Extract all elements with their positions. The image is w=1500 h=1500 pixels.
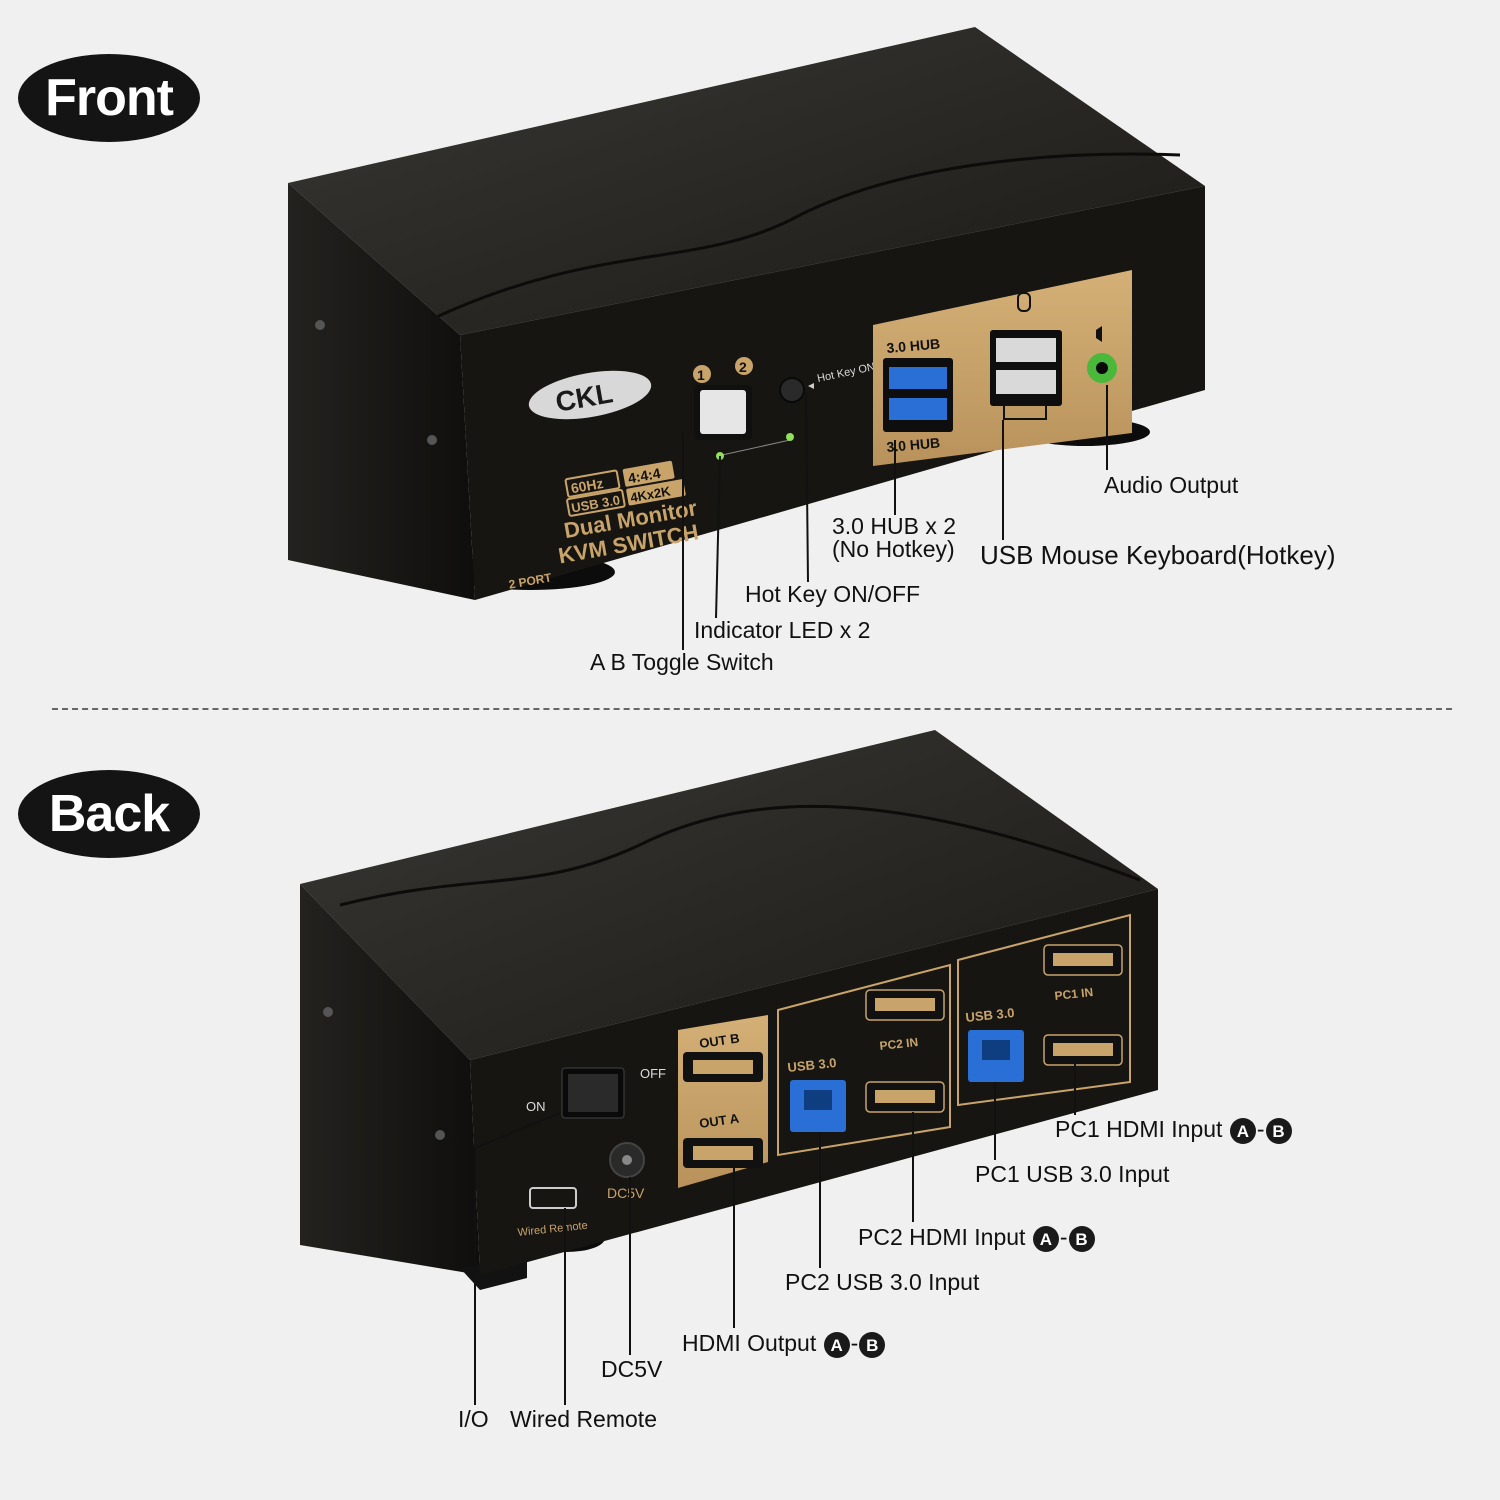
callout-hotkey-onoff: Hot Key ON/OFF: [745, 581, 921, 607]
callout-hdmi-output: HDMI Output A-B: [682, 1332, 886, 1358]
front-heading: Front: [18, 54, 200, 142]
front-device: CKL 1 2 Hot Key ON/OFF 60Hz 4:4:4 USB 3.…: [288, 27, 1205, 600]
lid-wave-line: [339, 804, 1141, 907]
callout-io: I/O: [458, 1406, 489, 1432]
screw-hole: [427, 435, 437, 445]
letter-a-icon: A: [823, 1332, 850, 1358]
lid-wave-line: [429, 152, 1181, 322]
callout-hub-line1: 3.0 HUB x 2: [832, 513, 956, 539]
usb3-port-top: [889, 367, 947, 389]
callout-usb-mouse-keyboard: USB Mouse Keyboard(Hotkey): [980, 540, 1336, 570]
svg-text:60Hz: 60Hz: [570, 475, 605, 496]
back-device: ON OFF DC5V Wired Remote OUT B OUT A USB…: [300, 730, 1158, 1290]
back-top-lid: [300, 730, 1158, 1060]
callout-pc2-usb: PC2 USB 3.0 Input: [785, 1269, 980, 1295]
pc2-frame: [777, 963, 951, 1157]
keyboard-icon: [1003, 404, 1047, 420]
svg-text:PC1 IN: PC1 IN: [1054, 985, 1094, 1003]
led-indicator: [786, 433, 794, 441]
letter-b-icon: B: [859, 1332, 886, 1358]
led-trace: [721, 439, 791, 456]
front-leader-lines: [682, 385, 1108, 650]
switch-on-label: ON: [526, 1099, 546, 1114]
callout-hub: 3.0 HUB x 2 (No Hotkey): [832, 515, 956, 561]
section-divider: [52, 708, 1452, 710]
callout-audio-output: Audio Output: [1104, 472, 1239, 498]
svg-text:4:4:4: 4:4:4: [627, 465, 662, 486]
svg-text:USB 3.0: USB 3.0: [965, 1005, 1015, 1025]
callout-pc1-hdmi: PC1 HDMI Input A-B: [1055, 1118, 1293, 1144]
dc-label: DC5V: [607, 1185, 645, 1201]
svg-text:PC2 IN: PC2 IN: [879, 1035, 919, 1053]
svg-text:OUT B: OUT B: [698, 1030, 740, 1050]
port-badge: [735, 357, 753, 375]
screw-hole: [435, 1130, 445, 1140]
speaker-icon: [1096, 326, 1102, 342]
screw-hole: [315, 320, 325, 330]
port-badge-2: 2: [739, 359, 747, 375]
model-label-block: 60Hz 4:4:4 USB 3.0 4Kx2K Dual Monitor KV…: [508, 460, 700, 592]
pc1-frame: [957, 913, 1131, 1107]
letter-b-icon: B: [1265, 1118, 1292, 1144]
front-top-lid: [288, 27, 1205, 335]
mouse-icon: [1017, 292, 1031, 312]
switch-off-label: OFF: [640, 1066, 666, 1081]
callout-pc1-hdmi-text: PC1 HDMI Input: [1055, 1116, 1223, 1143]
usb-mouse-port: [996, 338, 1056, 362]
callout-wired-remote: Wired Remote: [510, 1406, 657, 1432]
callout-pc1-usb: PC1 USB 3.0 Input: [975, 1161, 1170, 1187]
back-heading: Back: [18, 770, 200, 858]
arrow-icon: [808, 383, 814, 389]
usb-keyboard-port: [996, 370, 1056, 394]
screw-hole: [323, 1007, 333, 1017]
svg-text:USB 3.0: USB 3.0: [787, 1055, 837, 1075]
callout-indicator-led: Indicator LED x 2: [694, 617, 871, 643]
usb3-port-bottom: [889, 398, 947, 420]
toggle-switch-button: [700, 390, 746, 434]
svg-text:OUT A: OUT A: [698, 1110, 740, 1131]
letter-a-icon: A: [1229, 1118, 1256, 1144]
port-badge: [693, 365, 711, 383]
svg-text:4Kx2K: 4Kx2K: [629, 483, 672, 505]
callout-pc2-hdmi-text: PC2 HDMI Input: [858, 1224, 1026, 1251]
callout-pc2-hdmi: PC2 HDMI Input A-B: [858, 1226, 1096, 1252]
callout-toggle-switch: A B Toggle Switch: [590, 649, 774, 675]
letter-b-icon: B: [1068, 1226, 1095, 1252]
callout-dc5v: DC5V: [601, 1356, 663, 1382]
ckl-logo: CKL: [528, 370, 652, 420]
wired-remote-port: [529, 1187, 577, 1209]
back-left-side: [300, 884, 480, 1275]
letter-a-icon: A: [1032, 1226, 1059, 1252]
back-leader-lines: [474, 1063, 1076, 1405]
front-left-side: [288, 183, 475, 600]
port-badge-1: 1: [697, 367, 705, 383]
hotkey-button: [779, 377, 805, 403]
callout-hdmi-output-text: HDMI Output: [682, 1330, 817, 1357]
hub-bottom-label: 3.0 HUB: [886, 434, 941, 455]
hub-top-label: 3.0 HUB: [886, 335, 941, 356]
callout-hub-line2: (No Hotkey): [832, 536, 955, 562]
